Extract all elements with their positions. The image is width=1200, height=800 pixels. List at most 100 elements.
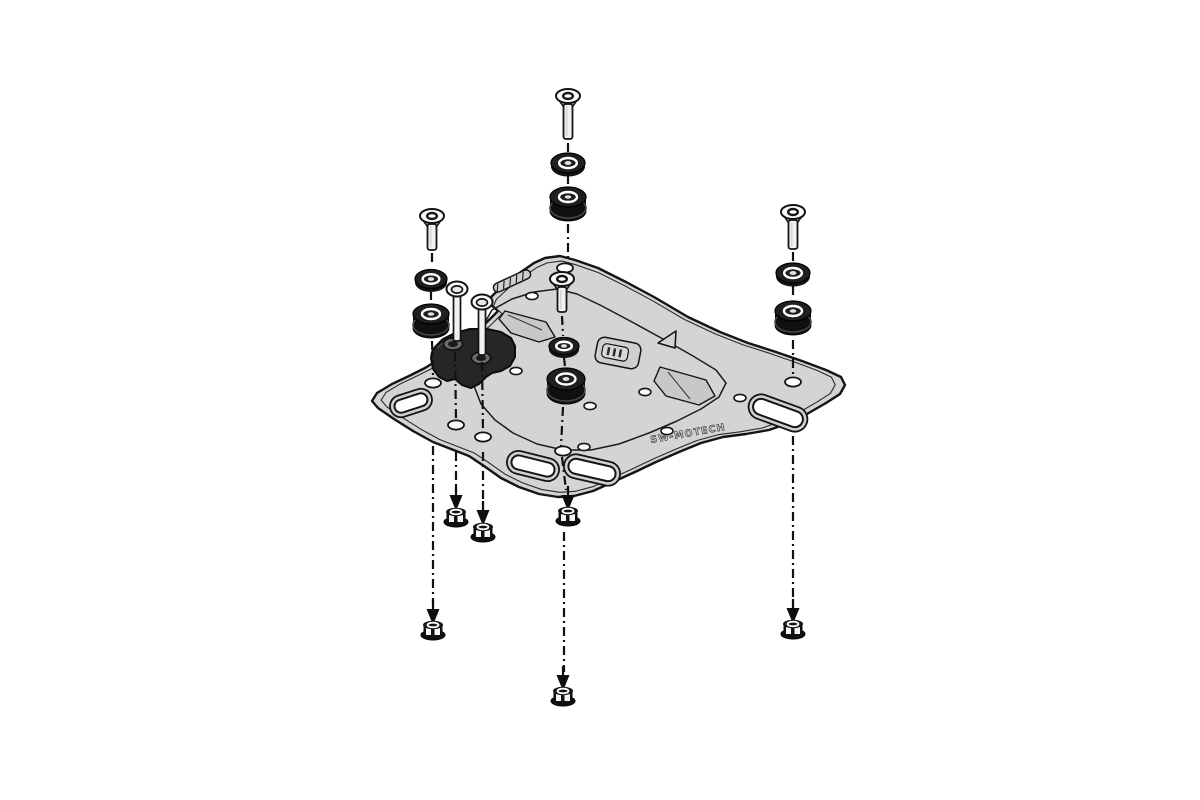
nut-ring — [561, 507, 575, 515]
vent-slot — [492, 269, 532, 293]
washer-ring — [421, 273, 441, 285]
screw-socket — [562, 91, 575, 101]
nut-ring — [426, 621, 440, 629]
bolt-hole — [474, 431, 492, 443]
nut-facet — [484, 530, 490, 537]
decor-hole — [733, 393, 747, 403]
flange-nut — [780, 619, 806, 640]
bracket-hole-center — [448, 341, 458, 347]
nut-facet — [449, 515, 454, 522]
assembly-line — [560, 315, 565, 337]
handle-slot — [563, 453, 621, 487]
nut-body — [473, 527, 493, 538]
down-arrow-icon — [786, 599, 800, 624]
vent-hatch-line — [515, 274, 518, 283]
handle-slot-opening — [393, 392, 429, 414]
countersunk-screw — [549, 271, 575, 313]
nut-facet — [476, 530, 481, 537]
rubber-spacer — [546, 367, 586, 405]
screw-shaft — [477, 307, 487, 356]
latch-tick — [606, 346, 611, 356]
washer-center — [561, 344, 567, 348]
screw-socket — [787, 207, 800, 217]
screw-socket — [450, 285, 464, 294]
handle-slot — [747, 393, 809, 433]
nut-facet — [561, 514, 566, 521]
handle-slot — [389, 387, 433, 419]
nut-body — [446, 512, 466, 523]
countersunk-screw — [419, 208, 445, 251]
flange-nut — [470, 522, 496, 543]
vent-hatch-line — [521, 271, 524, 280]
washer-center — [427, 277, 435, 281]
countersunk-screw — [780, 204, 806, 250]
countersunk-screw — [555, 88, 581, 140]
bolt-hole — [424, 377, 442, 389]
arrow-tip — [426, 609, 440, 625]
washer-ring — [557, 156, 579, 170]
nut-body — [783, 624, 803, 635]
nut-facet — [434, 628, 440, 635]
nut-facet — [556, 694, 561, 701]
decor-hole — [509, 366, 523, 376]
platform-contour — [470, 288, 727, 451]
rubber-spacer — [549, 186, 587, 222]
rubber-washer — [550, 152, 586, 177]
nut-facet — [569, 514, 575, 521]
arrow-tip — [476, 510, 490, 526]
spacer-center — [427, 312, 435, 316]
pocket-detail-line — [667, 371, 691, 400]
bolt-hole — [554, 445, 572, 457]
pocket-contour — [653, 366, 716, 406]
spacer-ring — [557, 190, 579, 204]
flange-nut — [550, 686, 576, 707]
spacer-ring — [555, 372, 577, 386]
arrow-tip — [449, 495, 463, 511]
decor-hole — [583, 401, 597, 411]
nut-facet — [564, 694, 570, 701]
flange-nut — [555, 506, 581, 527]
handle-slot-opening — [510, 454, 556, 478]
handle-slot-opening — [567, 457, 617, 483]
nut-body — [423, 625, 443, 636]
nut-ring — [476, 523, 490, 531]
latch-detail — [594, 336, 642, 370]
decor-hole — [638, 387, 652, 397]
nut-facet — [794, 627, 800, 634]
decor-hole — [525, 291, 539, 301]
screw-shaft — [787, 219, 799, 250]
bolt-hole — [447, 419, 465, 431]
nut-facet — [426, 628, 431, 635]
bracket-hole-center — [476, 355, 486, 361]
rubber-spacer — [774, 300, 812, 336]
nut-ring — [556, 687, 570, 695]
nut-ring — [449, 508, 463, 516]
flange-nut — [443, 507, 469, 528]
nut-facet — [457, 515, 463, 522]
nut-body — [553, 691, 573, 702]
handle-slot — [506, 449, 560, 483]
washer-center — [789, 271, 797, 275]
arrow-tip — [561, 495, 575, 511]
screw-shaft — [556, 286, 568, 313]
down-arrow-icon — [556, 666, 570, 691]
flange-nut — [420, 620, 446, 641]
direction-triangle-mark — [657, 330, 677, 349]
arrow-tip — [786, 608, 800, 624]
spacer-center — [564, 195, 572, 199]
vent-hatch-line — [502, 280, 505, 289]
vent-outline — [492, 269, 532, 293]
down-arrow-icon — [426, 600, 440, 625]
rubber-washer — [548, 336, 580, 358]
assembly-line — [559, 406, 565, 447]
button-head-screw — [445, 280, 469, 342]
screw-socket — [475, 298, 489, 307]
pocket-contour — [498, 310, 556, 343]
arrow-tip — [556, 675, 570, 691]
screw-shaft — [426, 223, 438, 251]
pocket-detail-line — [507, 314, 543, 331]
bolt-hole — [784, 376, 802, 388]
assembly-line — [430, 340, 435, 378]
nut-facet — [786, 627, 791, 634]
